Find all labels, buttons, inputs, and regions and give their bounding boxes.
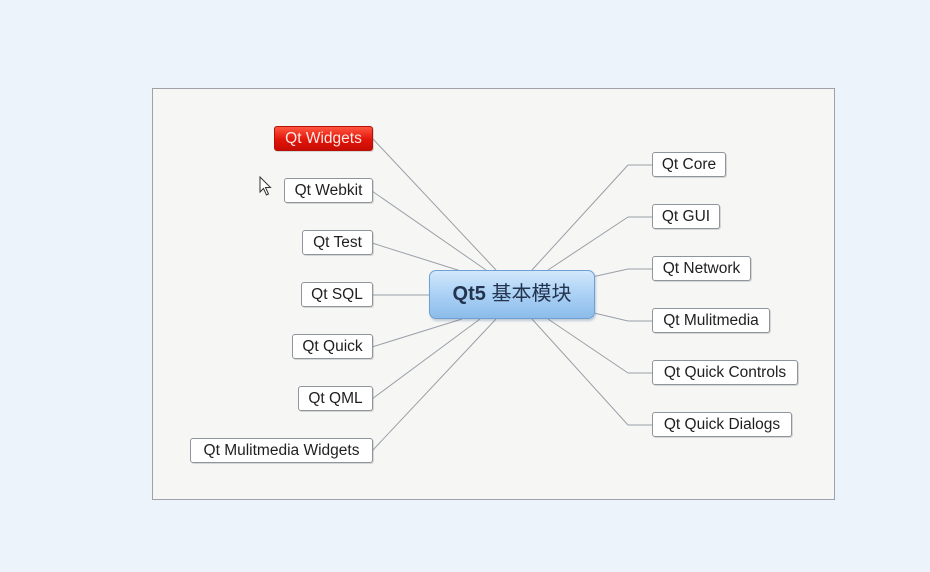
node-qt-webkit[interactable]: Qt Webkit	[284, 178, 373, 203]
node-qt-core[interactable]: Qt Core	[652, 152, 726, 177]
central-topic-text: 基本模块	[491, 283, 572, 305]
node-qt-quick-dialogs[interactable]: Qt Quick Dialogs	[652, 412, 792, 437]
node-qt-mulitmedia[interactable]: Qt Mulitmedia	[652, 308, 770, 333]
node-qt-quick[interactable]: Qt Quick	[292, 334, 373, 359]
mouse-cursor-icon	[259, 176, 272, 196]
node-qt-gui[interactable]: Qt GUI	[652, 204, 720, 229]
node-qt-network[interactable]: Qt Network	[652, 256, 751, 281]
central-topic[interactable]: Qt5 基本模块	[429, 270, 595, 319]
node-qt-sql[interactable]: Qt SQL	[301, 282, 373, 307]
node-qt-quick-controls[interactable]: Qt Quick Controls	[652, 360, 798, 385]
node-qt-test[interactable]: Qt Test	[302, 230, 373, 255]
node-qt-widgets[interactable]: Qt Widgets	[274, 126, 373, 151]
node-qt-mulitmedia-widgets[interactable]: Qt Mulitmedia Widgets	[190, 438, 373, 463]
node-qt-qml[interactable]: Qt QML	[298, 386, 373, 411]
central-topic-bold: Qt5	[452, 283, 486, 305]
